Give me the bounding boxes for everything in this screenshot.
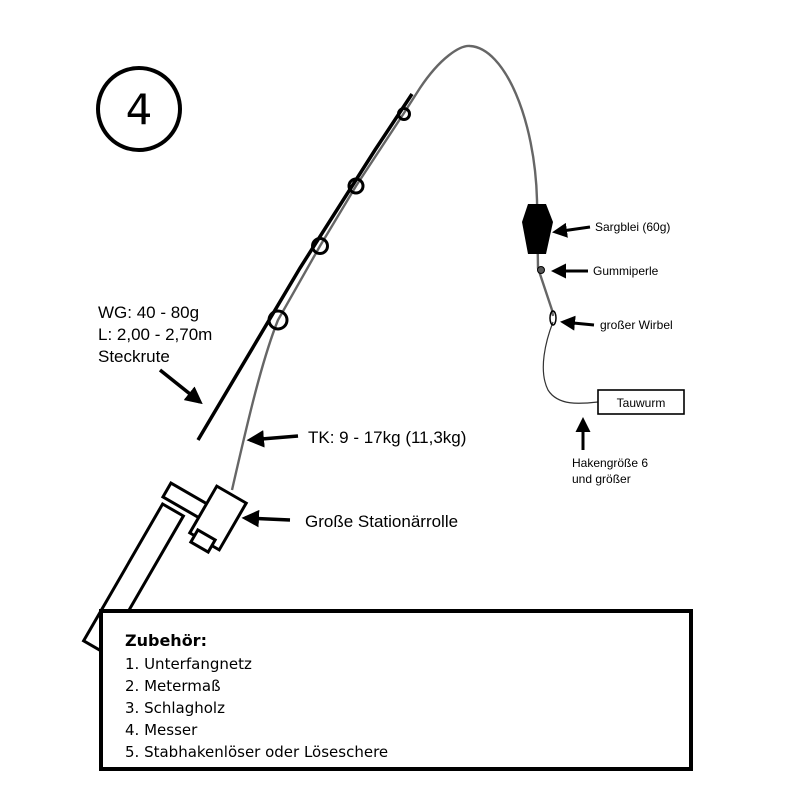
swivel xyxy=(549,310,557,326)
step-number-badge: 4 xyxy=(96,66,182,152)
accessories-list: 1. Unterfangnetz 2. Metermaß 3. Schlagho… xyxy=(125,653,388,763)
spinning-reel xyxy=(160,481,249,555)
reel-label: Große Stationärrolle xyxy=(305,512,458,531)
list-item: 1. Unterfangnetz xyxy=(125,655,252,673)
swivel-label: großer Wirbel xyxy=(600,318,673,332)
sinker-label: Sargblei (60g) xyxy=(595,220,670,234)
rod-blank xyxy=(196,93,414,441)
rod-guides xyxy=(267,107,411,331)
sinker-weight xyxy=(522,204,553,254)
rod-spec-wg: WG: 40 - 80g xyxy=(98,303,199,322)
rubber-bead xyxy=(537,266,545,274)
list-item: 4. Messer xyxy=(125,721,198,739)
sinker-arrow xyxy=(552,222,591,238)
hook-size-label: Hakengröße 6 xyxy=(572,456,648,470)
rod-guide xyxy=(311,237,329,255)
list-item: 3. Schlagholz xyxy=(125,699,225,717)
fishing-line xyxy=(230,44,555,491)
line-label: TK: 9 - 17kg (11,3kg) xyxy=(308,428,466,447)
rod-guide xyxy=(267,309,289,331)
rod-guide xyxy=(347,177,365,195)
accessories-panel: Zubehör: 1. Unterfangnetz 2. Metermaß 3.… xyxy=(99,609,693,771)
bait-box xyxy=(597,389,685,415)
rod-guide xyxy=(397,107,411,121)
leader-line xyxy=(542,321,599,404)
bait-label: Tauwurm xyxy=(617,396,666,410)
swivel-arrow xyxy=(560,315,595,331)
list-item: 2. Metermaß xyxy=(125,677,221,695)
step-number: 4 xyxy=(126,85,153,134)
line-arrow xyxy=(246,430,299,448)
rod-arrow xyxy=(158,368,203,405)
accessories-title: Zubehör: xyxy=(125,631,207,650)
list-item: 5. Stabhakenlöser oder Löseschere xyxy=(125,743,389,761)
hook-size-note: und größer xyxy=(572,472,631,486)
reel-arrow xyxy=(241,509,291,528)
rod-spec-length: L: 2,00 - 2,70m xyxy=(98,325,212,344)
bead-label: Gummiperle xyxy=(593,264,659,278)
rod-spec-type: Steckrute xyxy=(98,347,170,366)
